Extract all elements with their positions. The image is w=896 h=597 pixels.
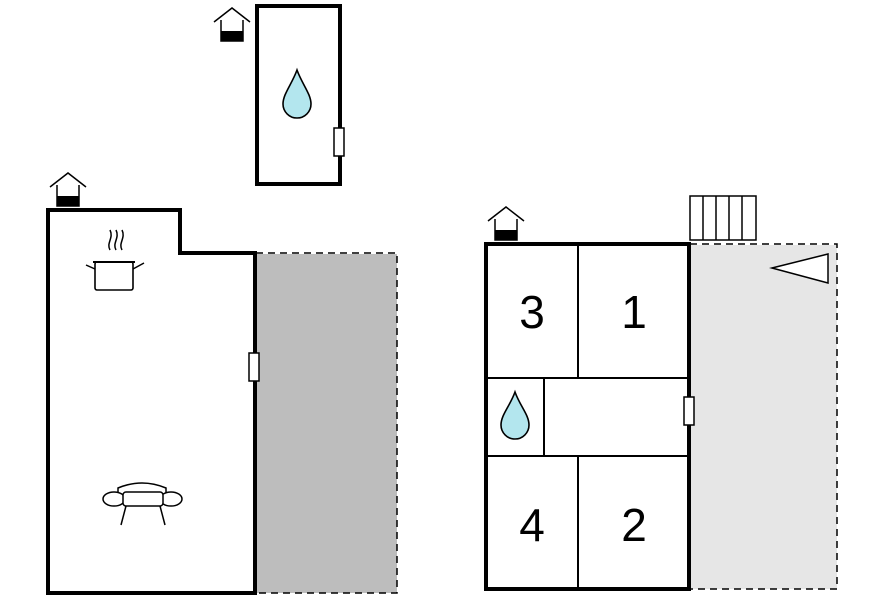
entrance-house-icon: [49, 172, 87, 207]
water-drop-icon: [500, 389, 530, 440]
bedroom-building-door[interactable]: [683, 396, 695, 426]
terrace-dark: [256, 254, 397, 593]
room-label: 1: [621, 286, 647, 338]
sofa-icon: [102, 482, 183, 526]
main-room-door[interactable]: [248, 352, 260, 382]
bathroom-walls: [255, 4, 342, 186]
entrance-house-icon: [213, 7, 251, 42]
bedroom-building: 3 1 4 2: [484, 195, 838, 591]
main-room-walls: [46, 208, 257, 595]
terrace-light: [690, 245, 837, 589]
room-label: 2: [621, 499, 647, 551]
entrance-house-icon: [487, 206, 525, 241]
room-label: 3: [519, 286, 545, 338]
cooking-pot-icon: [85, 229, 145, 291]
water-drop-icon: [282, 67, 312, 119]
main-room-building: [46, 208, 398, 595]
room-label: 4: [519, 499, 545, 551]
bathroom-door[interactable]: [333, 127, 345, 157]
bathroom-building: [255, 4, 345, 186]
tent-icon: [769, 253, 829, 284]
stairs-icon: [689, 195, 757, 241]
